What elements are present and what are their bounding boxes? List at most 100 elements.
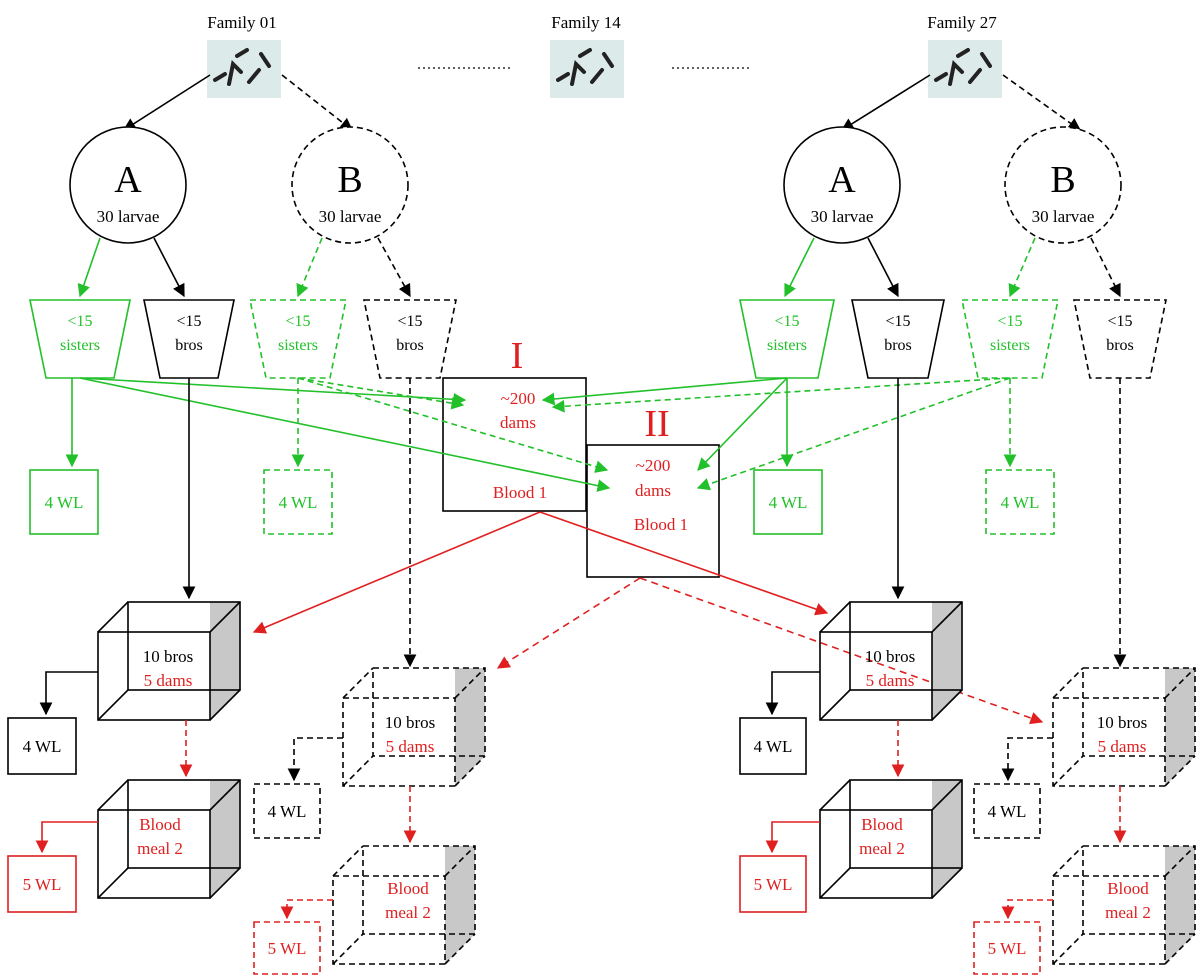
svg-text:10 bros: 10 bros [865,647,916,666]
arrow [39,671,98,716]
family-label: Family 14 [551,13,621,32]
arrow [252,511,541,634]
svg-text:~200: ~200 [501,389,536,408]
svg-text:4 WL: 4 WL [1001,493,1040,512]
arrow [1002,74,1082,131]
svg-text:10 bros: 10 bros [385,713,436,732]
svg-text:30 larvae: 30 larvae [319,207,382,226]
svg-text:<15: <15 [1107,313,1132,330]
arrow [697,377,788,471]
svg-text:4 WL: 4 WL [988,802,1027,821]
bros-trapezoid: <15 bros [851,299,945,379]
arrow [496,577,641,669]
arrow [551,377,1011,413]
svg-text:4 WL: 4 WL [279,493,318,512]
arrow [35,821,98,854]
replicate-a-circle: A 30 larvae [783,126,901,244]
svg-text:4 WL: 4 WL [769,493,808,512]
wl-box: 5 WL [739,855,807,913]
wl-box: 4 WL [29,469,99,535]
svg-text:Blood 1: Blood 1 [634,515,688,534]
arrow [867,237,899,298]
wl-box: 4 WL [753,469,823,535]
svg-text:Blood: Blood [139,815,181,834]
arrow [153,237,185,298]
arrow [639,577,1044,725]
svg-text:5 WL: 5 WL [23,875,62,894]
svg-text:30 larvae: 30 larvae [811,207,874,226]
cage-cube: 10 bros 5 dams [1052,667,1196,787]
arrow [79,377,467,406]
svg-text:4 WL: 4 WL [23,737,62,756]
svg-text:Blood: Blood [861,815,903,834]
replicate-b-circle: B 30 larvae [291,126,409,244]
arrow [765,821,820,854]
svg-text:Blood: Blood [1107,879,1149,898]
svg-text:30 larvae: 30 larvae [1032,207,1095,226]
cage-i: I ~200 dams Blood 1 [442,335,587,512]
svg-text:dams: dams [500,413,536,432]
arrow [539,511,829,616]
arrow [1001,737,1053,782]
svg-text:dams: dams [635,481,671,500]
svg-text:5 WL: 5 WL [268,939,307,958]
arrow [784,237,815,298]
arrow [765,671,820,716]
svg-text:meal 2: meal 2 [137,839,183,858]
arrow [1090,237,1121,298]
svg-text:Blood 1: Blood 1 [493,483,547,502]
svg-text:5 dams: 5 dams [1098,737,1147,756]
sisters-trapezoid: <15 sisters [29,299,131,379]
svg-text:bros: bros [1106,337,1134,354]
svg-text:Blood: Blood [387,879,429,898]
svg-text:meal 2: meal 2 [385,903,431,922]
bros-trapezoid: <15 bros [363,299,457,379]
family-label: Family 01 [207,13,276,32]
arrow [122,74,211,131]
svg-text:B: B [1050,159,1075,201]
wl-box: 5 WL [7,855,77,913]
svg-text:~200: ~200 [636,456,671,475]
wl-box: 4 WL [253,783,321,839]
cage-cube: 10 bros 5 dams [97,601,241,721]
svg-text:bros: bros [396,337,424,354]
svg-text:<15: <15 [67,313,92,330]
svg-text:5 WL: 5 WL [988,939,1027,958]
svg-text:<15: <15 [285,313,310,330]
svg-text:B: B [337,159,362,201]
arrow [280,899,333,920]
svg-text:10 bros: 10 bros [143,647,194,666]
cage-cube: Blood meal 2 [332,845,476,965]
svg-text:<15: <15 [774,313,799,330]
arrow [287,737,343,782]
wl-box: 5 WL [253,921,321,975]
mosquito-larvae-icon [926,38,1004,100]
svg-text:II: II [644,403,669,445]
replicate-a-circle: A 30 larvae [69,126,187,244]
arrow [77,237,101,298]
arrow [79,377,611,492]
arrow [377,237,411,298]
svg-text:4 WL: 4 WL [754,737,793,756]
svg-text:5 dams: 5 dams [144,671,193,690]
arrow [1008,237,1036,298]
bros-trapezoid: <15 bros [1073,299,1167,379]
svg-text:30 larvae: 30 larvae [97,207,160,226]
svg-text:sisters: sisters [990,337,1030,354]
replicate-b-circle: B 30 larvae [1004,126,1122,244]
wl-box: 4 WL [7,717,77,775]
svg-text:A: A [828,159,856,201]
svg-text:sisters: sisters [767,337,807,354]
sisters-trapezoid: <15 sisters [249,299,347,379]
arrow [297,377,609,473]
cage-cube: 10 bros 5 dams [342,667,486,787]
svg-text:5 WL: 5 WL [754,875,793,894]
svg-text:4 WL: 4 WL [268,802,307,821]
wl-box: 4 WL [739,717,807,775]
sisters-trapezoid: <15 sisters [961,299,1059,379]
svg-text:<15: <15 [176,313,201,330]
mosquito-larvae-icon [548,38,626,100]
svg-text:bros: bros [884,337,912,354]
arrow [297,377,465,410]
bros-trapezoid: <15 bros [143,299,235,379]
